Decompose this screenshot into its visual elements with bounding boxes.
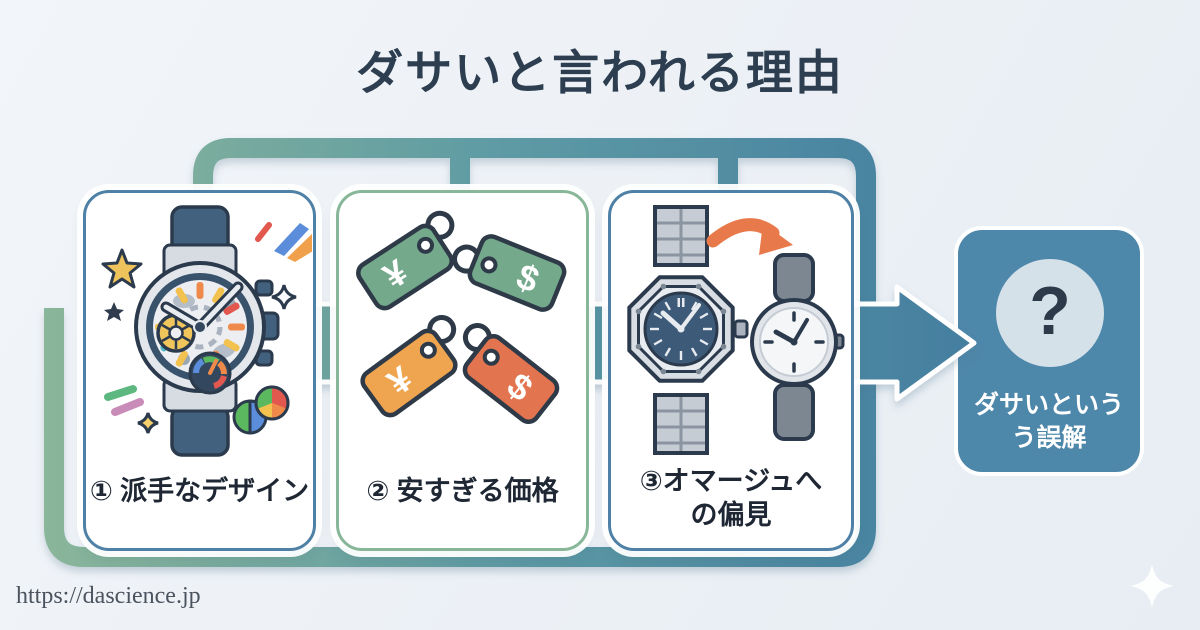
price-tag-icon: ¥ — [359, 314, 458, 418]
question-mark-circle: ? — [996, 259, 1104, 367]
homage-simple-watch-icon — [750, 253, 845, 441]
card2-label: ② 安すぎる価格 — [366, 476, 559, 506]
luxury-watch-icon — [627, 205, 749, 455]
color-circles-icon — [232, 385, 289, 435]
result-label: ダサいという う誤解 — [956, 389, 1142, 455]
card3-label: ③オマージュへ の偏見 — [611, 464, 851, 532]
homage-watch-illustration — [627, 205, 845, 455]
star-icon — [101, 248, 142, 289]
card-flashy-design: ① 派手なデザイン — [83, 190, 316, 551]
sparkle-icon — [137, 412, 158, 434]
price-tag-icon: ¥ — [355, 210, 454, 311]
card1-label: ① 派手なデザイン — [89, 476, 310, 506]
card3-label-line2: の偏見 — [690, 500, 772, 530]
gear-subdial-icon — [155, 313, 196, 353]
sparkle-icon — [271, 284, 296, 310]
result-label-line1: ダサいという — [973, 391, 1124, 419]
card3-label-line1: ③オマージュへ — [639, 466, 823, 496]
price-tag-icon: $ — [462, 323, 559, 425]
question-mark-icon: ? — [1029, 273, 1071, 349]
small-star-icon — [103, 302, 124, 321]
card-cheap-price: ¥ $ ¥ $ ② 安すぎる価格 — [336, 190, 589, 551]
price-tags-illustration: ¥ $ ¥ $ — [355, 210, 566, 425]
price-tag-icon: $ — [451, 234, 566, 312]
bottom-sparkle-icon — [1130, 564, 1174, 608]
multicolor-subdial-icon — [188, 351, 231, 395]
result-label-line2: う誤解 — [1011, 424, 1087, 452]
source-url: https://dascience.jp — [16, 583, 201, 609]
card-homage-prejudice: ③オマージュへ の偏見 — [608, 190, 854, 551]
page-title: ダサいと言われる理由 — [356, 46, 844, 99]
homage-arrow-icon — [706, 218, 793, 255]
flashy-watch-illustration — [101, 205, 312, 457]
